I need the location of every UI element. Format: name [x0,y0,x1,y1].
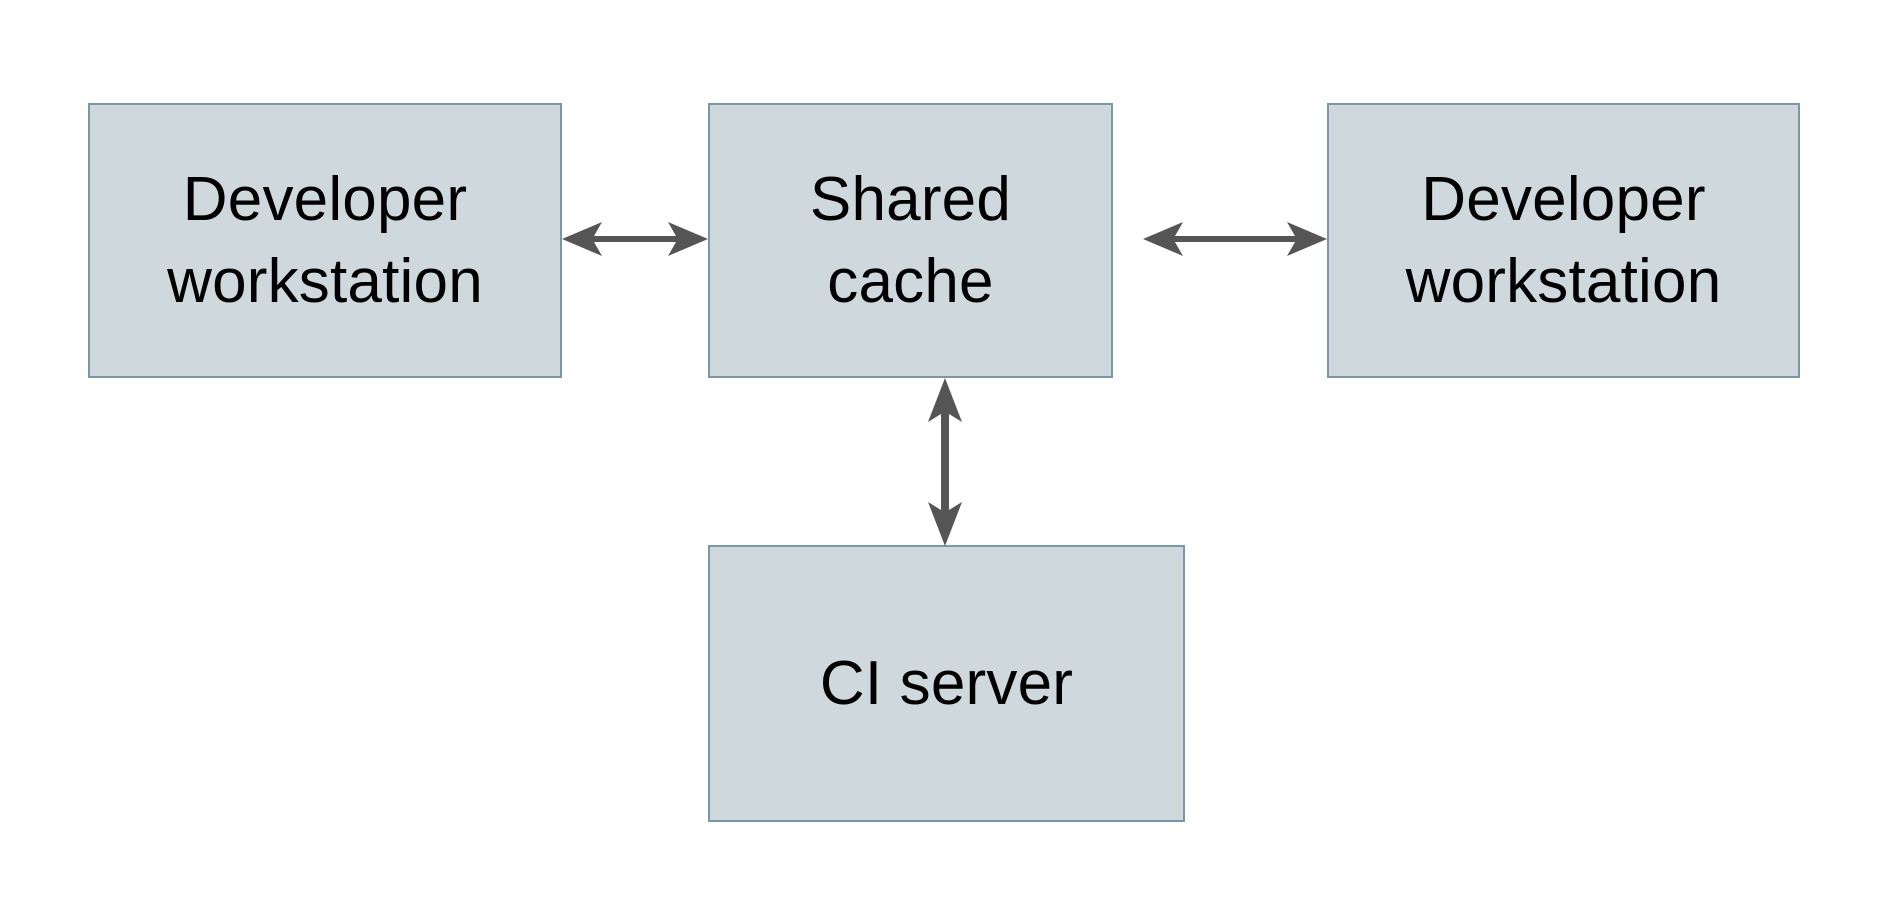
node-ci-server[interactable]: CI server [708,545,1185,822]
bidirectional-arrow-icon [1143,222,1327,256]
edge-shared-cache-to-developer-right [1143,222,1327,256]
node-label: CI server [819,648,1074,718]
bidirectional-arrow-icon [928,378,962,546]
node-shared-cache[interactable]: Shared cache [708,103,1113,378]
edge-developer-left-to-shared-cache [562,222,708,256]
bidirectional-arrow-icon [562,222,708,256]
node-label: Shared cache [809,164,1012,316]
node-label: Developer workstation [167,164,483,316]
node-developer-workstation-left[interactable]: Developer workstation [88,103,562,378]
node-developer-workstation-right[interactable]: Developer workstation [1327,103,1800,378]
edge-shared-cache-to-ci-server [928,378,962,546]
node-label: Developer workstation [1405,164,1722,316]
